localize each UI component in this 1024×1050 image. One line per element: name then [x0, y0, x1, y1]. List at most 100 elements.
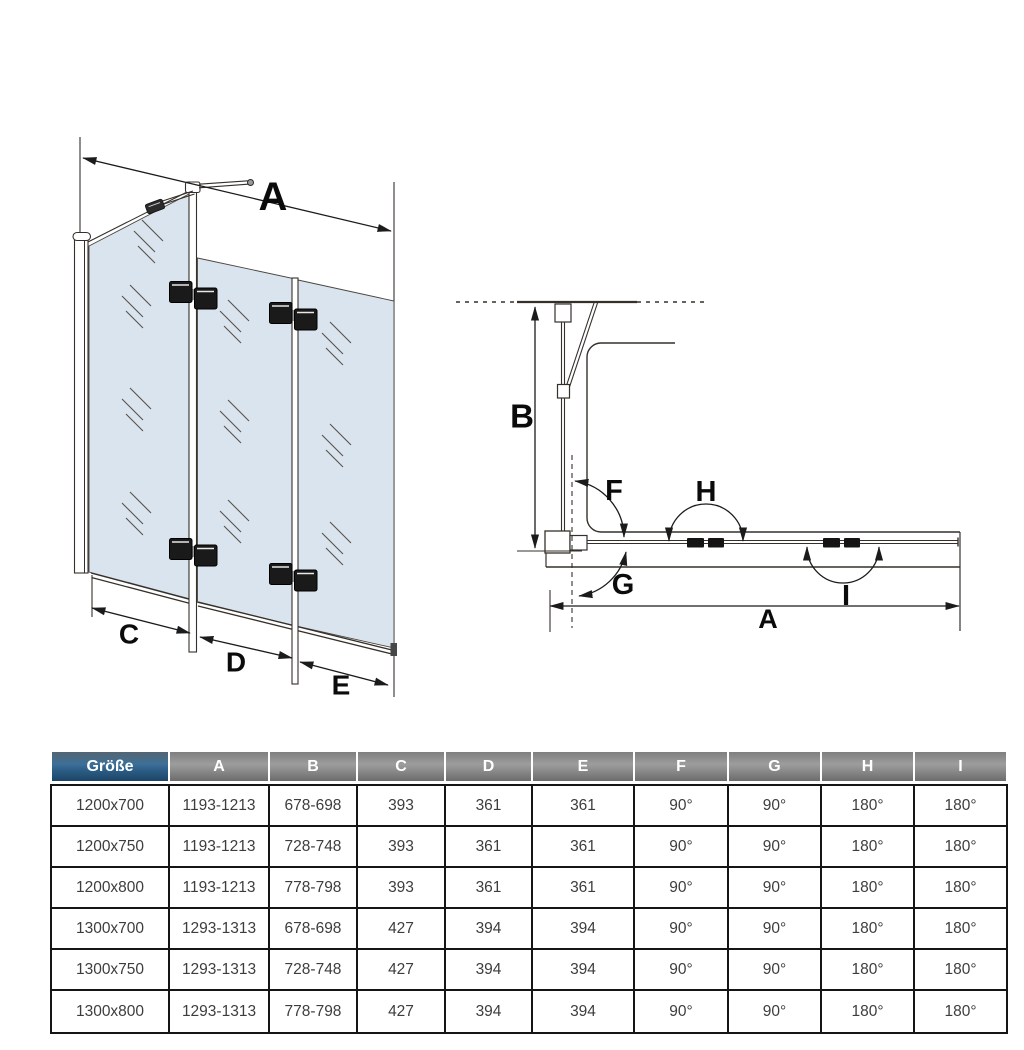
dimension-cell: 393	[358, 827, 446, 868]
wall-profile	[72, 231, 92, 574]
size-cell: 1200x700	[52, 786, 170, 827]
support-bar	[144, 179, 254, 215]
dim-line-C	[91, 607, 191, 634]
dimension-cell: 678-698	[270, 909, 358, 950]
dimension-cell: 180°	[915, 991, 1006, 1032]
dim-label-e: E	[332, 670, 351, 701]
dimension-cell: 394	[446, 950, 533, 991]
glass-panel-outer	[297, 279, 395, 649]
angle-arcs	[574, 478, 884, 599]
column-header-a: A	[170, 752, 270, 781]
rail-end-cap	[390, 643, 397, 656]
dimension-cell: 90°	[635, 786, 729, 827]
dim-label-c: C	[119, 619, 139, 650]
bathtub-rim	[586, 342, 960, 533]
wall-bracket	[554, 303, 572, 323]
door-panels-top-view	[587, 537, 959, 547]
top-view-diagram: B F G H I A	[456, 300, 961, 634]
dimension-cell: 180°	[915, 868, 1006, 909]
dimension-cell: 180°	[915, 909, 1006, 950]
column-header-g: G	[729, 752, 822, 781]
dim-label-h: H	[696, 476, 717, 508]
column-header-d: D	[446, 752, 533, 781]
dimension-cell: 678-698	[270, 786, 358, 827]
dimension-cell: 180°	[822, 991, 915, 1032]
column-header-c: C	[358, 752, 446, 781]
dim-label-g: G	[612, 569, 635, 601]
glass-panels	[88, 193, 395, 649]
dimension-cell: 361	[446, 786, 533, 827]
support-bar-clamp	[556, 383, 571, 399]
dimension-cell: 90°	[729, 868, 822, 909]
dimension-cell: 90°	[729, 827, 822, 868]
pivot-block	[544, 530, 571, 554]
front-perspective-diagram: A C D E	[72, 137, 397, 701]
hinge-lower-2	[269, 563, 318, 592]
column-header-b: B	[270, 752, 358, 781]
dimension-cell: 1293-1313	[170, 909, 270, 950]
column-header-e: E	[533, 752, 635, 781]
dimension-cell: 728-748	[270, 827, 358, 868]
dimension-cell: 1193-1213	[170, 868, 270, 909]
dimension-lines-left	[82, 157, 392, 686]
dimension-cell: 361	[533, 827, 635, 868]
dimension-cell: 90°	[729, 950, 822, 991]
arc-H	[664, 503, 748, 542]
dimension-cell: 427	[358, 950, 446, 991]
hinges-top-view	[687, 538, 860, 548]
dimension-cell: 180°	[915, 786, 1006, 827]
dimension-cell: 394	[533, 991, 635, 1032]
fixed-panel-top-view	[560, 302, 599, 531]
dimension-cell: 778-798	[270, 868, 358, 909]
dimension-cell: 90°	[635, 868, 729, 909]
size-cell: 1300x700	[52, 909, 170, 950]
dimension-cell: 180°	[915, 827, 1006, 868]
support-bar-wall-anchor	[247, 179, 254, 186]
dimension-cell: 361	[446, 827, 533, 868]
dimension-cell: 394	[446, 991, 533, 1032]
support-bar-top-view	[564, 302, 595, 391]
dimension-cell: 394	[533, 909, 635, 950]
dimension-cell: 90°	[635, 991, 729, 1032]
arc-F	[574, 478, 628, 538]
column-header-i: I	[915, 752, 1006, 781]
dimension-cell: 1193-1213	[170, 786, 270, 827]
hinge-upper-1	[169, 281, 218, 310]
dimension-cell: 393	[358, 786, 446, 827]
dimension-cell: 180°	[822, 868, 915, 909]
column-header-groesse: Größe	[52, 752, 170, 781]
dimension-cell: 394	[446, 909, 533, 950]
dimension-cell: 393	[358, 868, 446, 909]
size-cell: 1200x800	[52, 868, 170, 909]
dimension-cell: 90°	[635, 827, 729, 868]
wall-profile-cap	[72, 231, 92, 242]
dimension-cell: 180°	[822, 909, 915, 950]
dim-line-D	[199, 636, 293, 659]
size-cell: 1300x800	[52, 991, 170, 1032]
column-header-f: F	[635, 752, 729, 781]
dimension-cell: 394	[533, 950, 635, 991]
dim-label-a-right: A	[758, 604, 778, 634]
size-cell: 1300x750	[52, 950, 170, 991]
dimension-cell: 728-748	[270, 950, 358, 991]
dimension-cell: 90°	[635, 909, 729, 950]
dimension-cell: 180°	[822, 827, 915, 868]
dim-label-d: D	[226, 647, 246, 678]
dimension-cell: 90°	[729, 786, 822, 827]
dimension-cell: 90°	[729, 909, 822, 950]
dimension-cell: 180°	[822, 950, 915, 991]
dim-line-A	[82, 157, 392, 232]
hinge-upper-2	[269, 302, 318, 331]
arc-I	[802, 546, 884, 584]
dimension-cell: 361	[533, 786, 635, 827]
size-cell: 1200x750	[52, 827, 170, 868]
dimension-cell: 361	[533, 868, 635, 909]
column-header-h: H	[822, 752, 915, 781]
dimension-cell: 180°	[915, 950, 1006, 991]
arc-G	[578, 551, 628, 599]
dimension-cell: 427	[358, 909, 446, 950]
dimension-cell: 90°	[635, 950, 729, 991]
dimension-cell: 427	[358, 991, 446, 1032]
